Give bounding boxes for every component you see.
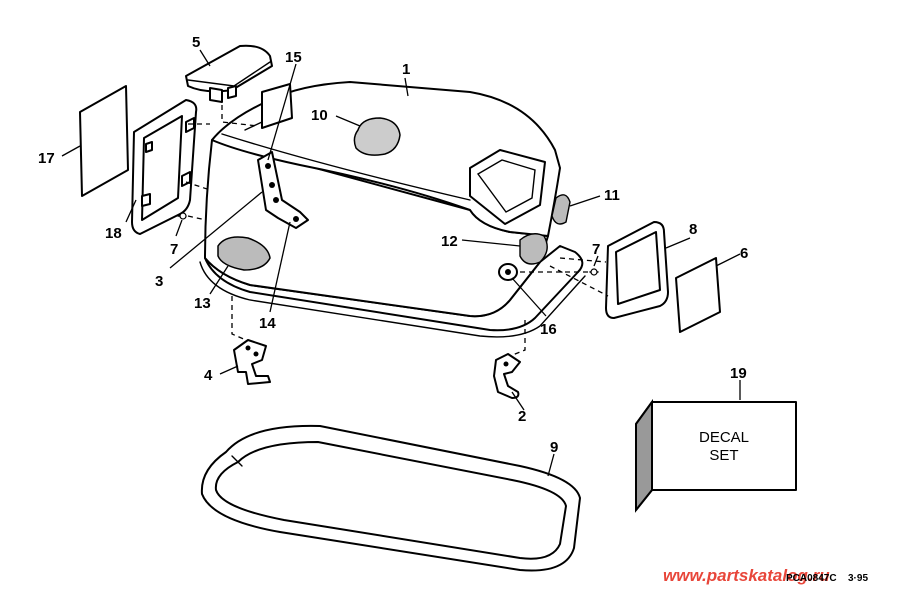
lower-right-bracket-part: [493, 353, 521, 399]
callout-12: 12: [441, 233, 458, 250]
callout-19: 19: [730, 365, 747, 382]
left-frame-part: [131, 99, 198, 235]
decal-box-line2: SET: [709, 447, 738, 464]
engine-cover-cowl: [199, 81, 599, 338]
cover-seal-gasket: [200, 424, 581, 572]
callout-15: 15: [285, 49, 302, 66]
callout-numbers: 5 1 15 10 17 18 7 3 13 14 11 12 7 8 6 16…: [38, 34, 748, 456]
drawing-code: PCA0847C: [786, 573, 837, 584]
leader-lines: [61, 49, 741, 477]
callout-6: 6: [740, 245, 748, 262]
decal-patches: [217, 117, 571, 271]
callout-4: 2: [518, 408, 526, 425]
decal-set-box: DECAL SET: [635, 398, 797, 513]
lower-left-bracket-part: [233, 339, 271, 385]
callout-11: 11: [604, 187, 620, 204]
latch-bracket: [257, 151, 309, 229]
callout-8: 8: [689, 221, 697, 238]
callout-18: 17: [38, 150, 55, 167]
left-screw-part: [177, 212, 187, 220]
drawing-date: 3·95: [848, 573, 868, 584]
callout-7-left: 7: [170, 241, 178, 258]
watermark-url: www.partskatalog.ru: [663, 566, 830, 585]
callout-5: 4: [204, 367, 213, 384]
callout-13: 13: [194, 295, 211, 312]
callout-17: 18: [105, 225, 122, 242]
assembly-lines: [185, 96, 609, 357]
callout-14: 14: [259, 315, 276, 332]
rear-cap-part: [185, 44, 273, 103]
callout-1: 1: [402, 61, 410, 78]
callout-2: 5: [192, 34, 200, 51]
callout-9: 9: [550, 439, 558, 456]
callout-10: 10: [311, 107, 328, 124]
callout-16: 16: [540, 321, 557, 338]
right-panel-part: [675, 257, 721, 333]
callout-3: 3: [155, 273, 163, 290]
right-frame-part: [605, 221, 669, 319]
left-panel-part: [79, 85, 129, 197]
decal-box-line1: DECAL: [699, 429, 749, 446]
callout-7-right: 7: [592, 241, 600, 258]
